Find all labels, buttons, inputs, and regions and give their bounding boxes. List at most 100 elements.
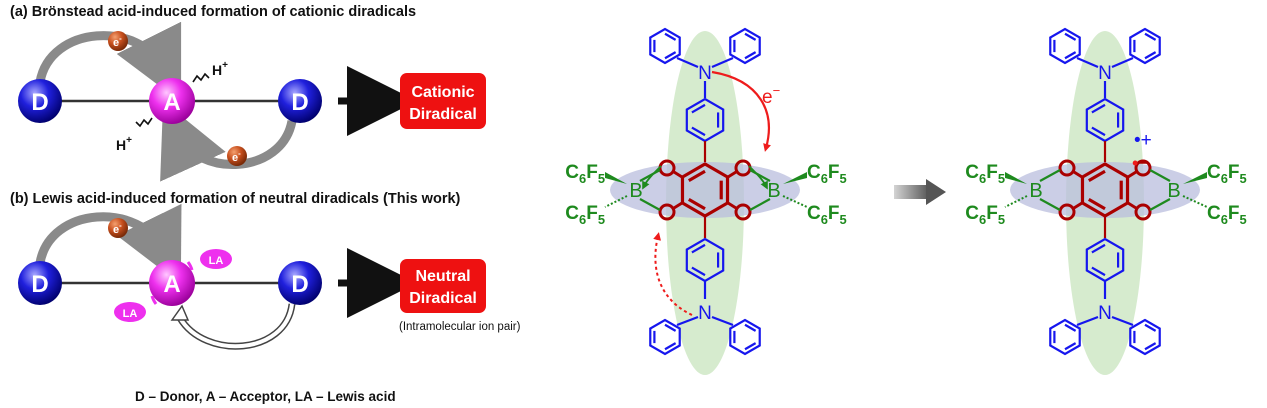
donor-label: D: [291, 89, 308, 116]
bond: [673, 201, 683, 210]
c6f5-group: C6F5: [965, 203, 1005, 227]
lewis-acid-arc: [150, 295, 158, 305]
bond: [1127, 170, 1137, 179]
oxygen-atom: [1134, 159, 1152, 177]
nitrogen-atom: N: [1098, 303, 1112, 324]
bond: [1039, 198, 1061, 211]
lewis-acid-label: LA: [209, 255, 224, 267]
electron-transfer-arrow: [35, 21, 182, 103]
bond: [749, 198, 771, 211]
bond: [1111, 315, 1134, 327]
donor-sphere: [278, 261, 322, 305]
donor-label: D: [291, 271, 308, 298]
double-bond: [1091, 266, 1106, 277]
acceptor-sphere: [149, 260, 195, 306]
bond: [1039, 169, 1061, 182]
phenyl-ring: [1049, 27, 1081, 65]
bond: [1149, 169, 1171, 182]
quinone-ring: [1080, 162, 1130, 218]
bond: [676, 56, 699, 69]
phenyl-ring: [1129, 27, 1161, 65]
donor-sphere: [18, 79, 62, 123]
bond: [727, 170, 737, 179]
product-label: Cationic: [411, 84, 474, 101]
phenylene-ring: [685, 237, 725, 283]
c6f5-group: C6F5: [807, 203, 847, 227]
double-bond: [1064, 51, 1077, 60]
bond: [1076, 315, 1099, 327]
phenyl-ring: [729, 318, 761, 356]
panel-b-scheme: e- D D A LA LA Neutral Diradical: [18, 203, 486, 350]
boron-atom: B: [1029, 180, 1042, 202]
double-bond: [664, 32, 677, 41]
double-bond: [691, 126, 706, 137]
proton-label: H+: [116, 135, 132, 153]
product-label: Diradical: [409, 106, 477, 123]
product-label: Neutral: [415, 268, 470, 285]
electron-icon: [108, 218, 128, 238]
wedge-bond: [1005, 172, 1027, 184]
bond: [1111, 56, 1134, 69]
c6f5-group: C6F5: [565, 162, 605, 186]
double-bond: [1064, 323, 1077, 332]
acceptor-highlight: [1010, 162, 1200, 218]
cationic-diradical-box: [400, 73, 486, 129]
double-bond: [744, 51, 757, 60]
proton-wavy-bond: [192, 72, 210, 83]
hash-bond: [1182, 195, 1208, 208]
bond: [1076, 56, 1099, 69]
double-bond: [664, 51, 677, 60]
electron-label: e-: [113, 34, 122, 49]
double-bond: [687, 169, 706, 183]
donor-label: D: [31, 89, 48, 116]
bond: [676, 315, 699, 327]
double-bond: [1064, 32, 1077, 41]
double-bond: [1144, 323, 1157, 332]
bond: [673, 170, 683, 179]
nitrogen-atom: N: [698, 303, 712, 324]
electron-transfer-annotations: e−: [653, 70, 780, 316]
wedge-bond: [1183, 172, 1207, 184]
bond: [711, 315, 734, 327]
lewis-acid-ellipse: [114, 302, 146, 322]
double-bond: [1091, 103, 1106, 114]
bond: [727, 201, 737, 210]
ion-pair-note: (Intramolecular ion pair): [399, 321, 521, 333]
double-bond: [691, 266, 706, 277]
quinone-ring: [680, 162, 730, 218]
boron-atom: B: [767, 180, 780, 202]
c6f5-group: C6F5: [965, 162, 1005, 186]
double-bond: [1087, 169, 1106, 183]
double-bond: [1091, 243, 1106, 254]
phenylene-ring: [1085, 237, 1125, 283]
oxygen-atom: [1134, 203, 1152, 221]
acceptor-highlight: [610, 162, 800, 218]
c6f5-group: C6F5: [565, 203, 605, 227]
radical-cation-label: •+: [1134, 130, 1152, 151]
double-bond: [664, 342, 677, 351]
panel-a-title: (a) Brönstead acid-induced formation of …: [10, 4, 417, 20]
neutral-diradical-box: [400, 259, 486, 313]
lewis-acid-ellipse: [200, 249, 232, 269]
wedge-bond: [605, 172, 627, 184]
phenyl-ring: [729, 27, 761, 65]
bond: [639, 198, 661, 211]
coordination-arrow: [748, 165, 768, 190]
oxygen-atom: [734, 203, 752, 221]
radical-anion-label: •−: [1132, 153, 1149, 173]
electron-label: e−: [762, 83, 780, 108]
phenylene-ring: [685, 97, 725, 143]
panel-a-scheme: e- e- D D A H+ H+ Cationic Diradical: [18, 21, 486, 182]
bond: [711, 56, 734, 69]
phenyl-ring: [649, 27, 681, 65]
proton-label: H+: [212, 60, 228, 78]
double-bond: [691, 103, 706, 114]
electron-transfer-arrow: [35, 203, 182, 285]
phenyl-ring: [1049, 318, 1081, 356]
nitrogen-atom: N: [698, 63, 712, 84]
bond: [749, 169, 771, 182]
abbreviation-legend: D – Donor, A – Acceptor, LA – Lewis acid: [135, 389, 396, 404]
double-bond: [744, 342, 757, 351]
